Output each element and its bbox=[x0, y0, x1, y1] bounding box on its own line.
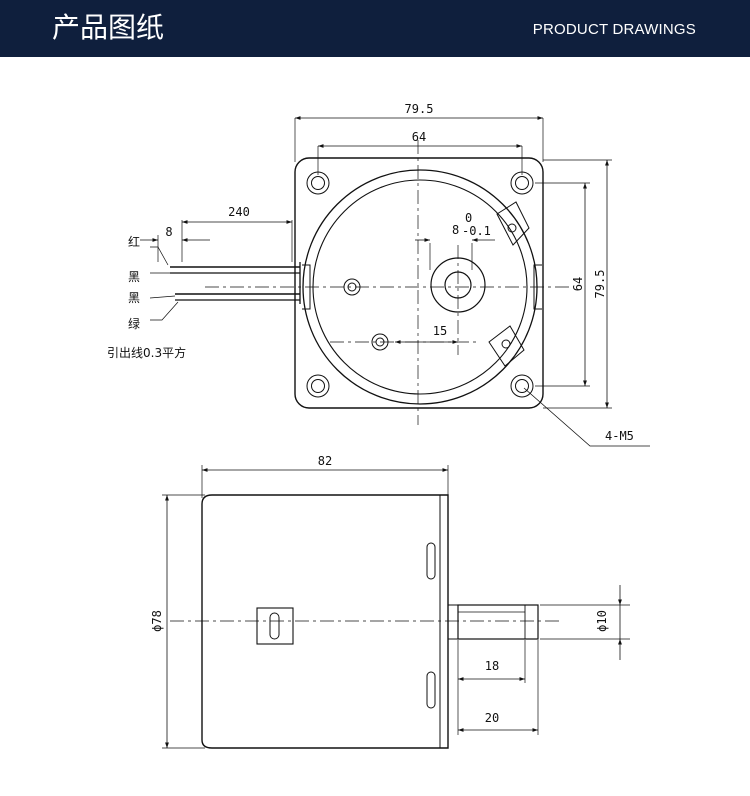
mount-hole-tl bbox=[306, 171, 330, 195]
dim-offset: 15 bbox=[433, 324, 447, 338]
dim-strip: 8 bbox=[165, 225, 172, 239]
dim-shaft-tol-upper: 0 bbox=[465, 211, 472, 225]
lead-color-1: 红 bbox=[128, 234, 140, 249]
dim-height-holes: 64 bbox=[571, 277, 585, 291]
mount-hole-bl bbox=[306, 374, 330, 398]
page-title: 产品图纸 bbox=[52, 11, 165, 44]
dim-width-outer: 79.5 bbox=[405, 102, 434, 116]
dim-shaft-diameter: ϕ10 bbox=[595, 610, 609, 632]
dim-width-holes: 64 bbox=[412, 130, 426, 144]
page-subtitle: PRODUCT DRAWINGS bbox=[532, 21, 696, 38]
dim-body-length: 82 bbox=[318, 454, 332, 468]
hole-callout: 4-M5 bbox=[605, 429, 634, 443]
lead-color-4: 绿 bbox=[128, 316, 140, 331]
side-view bbox=[162, 465, 630, 749]
front-view bbox=[205, 116, 650, 447]
technical-drawing: 79.5 64 64 79.5 8 0 -0.1 15 4-M5 240 8 红… bbox=[107, 102, 650, 749]
motor-body bbox=[201, 494, 449, 749]
header-bar: 产品图纸 PRODUCT DRAWINGS bbox=[0, 0, 750, 57]
dim-shaft-tol-lower: -0.1 bbox=[462, 224, 491, 238]
lead-spec: 引出线0.3平方 bbox=[107, 345, 186, 360]
dim-shaft-length: 20 bbox=[485, 711, 499, 725]
lead-wires bbox=[140, 220, 301, 321]
lug-top bbox=[496, 201, 530, 246]
lug-bottom bbox=[488, 325, 525, 367]
lead-color-2: 黑 bbox=[128, 270, 140, 284]
mount-hole-br bbox=[510, 374, 534, 398]
dim-diameter: ϕ78 bbox=[150, 610, 164, 632]
dim-lead-length: 240 bbox=[228, 205, 250, 219]
dim-shaft-fit: 8 bbox=[452, 223, 459, 237]
lead-color-3: 黑 bbox=[128, 291, 140, 305]
dim-height-outer: 79.5 bbox=[593, 270, 607, 299]
connector-box bbox=[256, 607, 294, 645]
flange-outline bbox=[294, 157, 544, 409]
output-shaft bbox=[457, 604, 539, 640]
mount-hole-tr bbox=[510, 171, 534, 195]
dim-flat-length: 18 bbox=[485, 659, 499, 673]
